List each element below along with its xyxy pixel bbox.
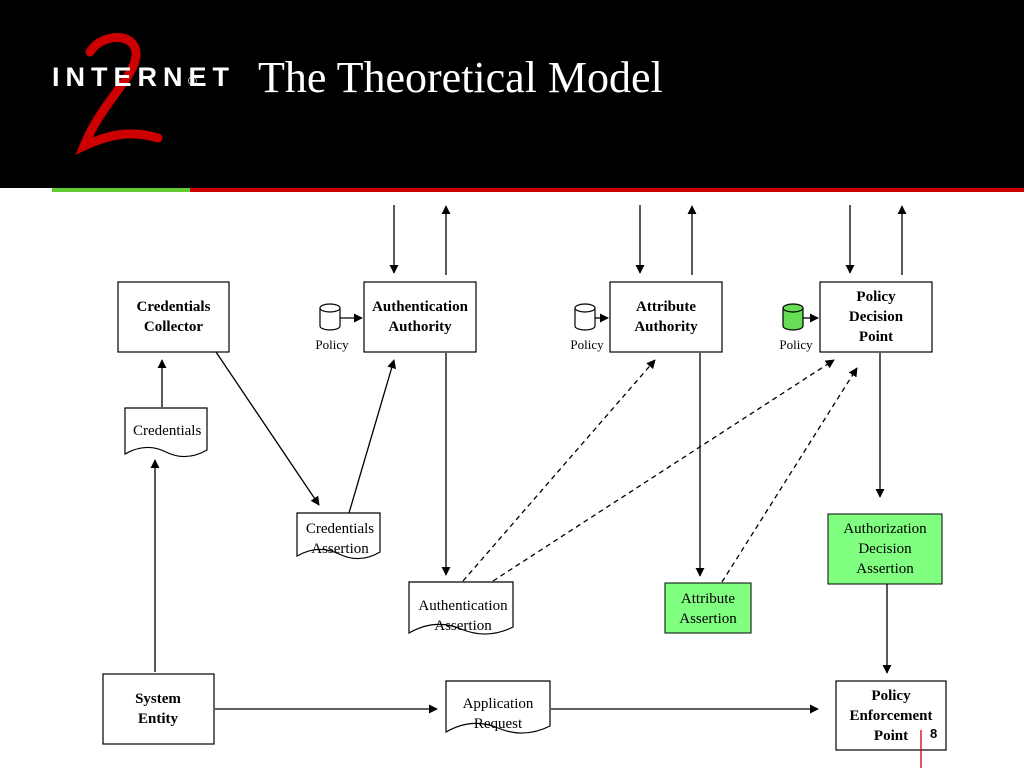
page-number: 8 bbox=[930, 726, 938, 741]
internet2-logo: INTERNET ® bbox=[40, 30, 229, 160]
policy-store-label: Policy bbox=[779, 337, 813, 352]
dashed-flow-arrow bbox=[462, 359, 656, 582]
credentials-assertion-document bbox=[296, 512, 381, 560]
credentials-collector-label: Credentials Collector bbox=[136, 299, 211, 335]
database-icon bbox=[319, 303, 341, 331]
attribute-assertion-label: Attribute Assertion bbox=[679, 591, 737, 627]
authentication-assertion-label: Authentication Assertion bbox=[418, 598, 508, 634]
system-entity-box bbox=[102, 673, 215, 745]
database-icon bbox=[574, 303, 596, 331]
authentication-assertion-document bbox=[408, 581, 514, 635]
policy-enforcement-point-label: Policy Enforcement Point bbox=[849, 688, 933, 744]
flow-arrow bbox=[215, 351, 320, 506]
database-icon bbox=[782, 303, 804, 331]
system-entity-label: System Entity bbox=[135, 691, 181, 727]
policy-store-label: Policy bbox=[315, 337, 349, 352]
credentials-assertion-label: Credentials Assertion bbox=[305, 521, 375, 557]
slide-header bbox=[0, 0, 1024, 188]
slide-title: The Theoretical Model bbox=[258, 53, 663, 102]
diagram-canvas bbox=[102, 205, 947, 768]
attribute-assertion-box bbox=[664, 582, 752, 634]
application-request-label: Application Request bbox=[462, 696, 534, 732]
model-diagram bbox=[0, 192, 1024, 768]
logo-text: INTERNET bbox=[52, 62, 235, 92]
policy-decision-point-label: Policy Decision Point bbox=[848, 289, 904, 345]
credentials-document bbox=[124, 407, 208, 458]
policy-store-label: Policy bbox=[570, 337, 604, 352]
internet2-mark-icon bbox=[75, 33, 163, 155]
authentication-authority-label: Authentication Authority bbox=[372, 299, 468, 335]
credentials-collector-box bbox=[117, 281, 230, 353]
dashed-flow-arrow bbox=[721, 367, 858, 583]
attribute-authority-label: Attribute Authority bbox=[634, 299, 698, 335]
header-rule-red bbox=[190, 188, 1024, 192]
authentication-authority-box bbox=[363, 281, 477, 353]
flow-arrow bbox=[348, 359, 397, 514]
logo-registered-mark: ® bbox=[188, 74, 197, 88]
authorization-decision-assertion-box bbox=[827, 513, 943, 585]
policy-enforcement-point-box bbox=[835, 680, 947, 751]
header-rule-green bbox=[52, 188, 190, 192]
policy-decision-point-box bbox=[819, 281, 933, 353]
attribute-authority-box bbox=[609, 281, 723, 353]
application-request-document bbox=[445, 680, 551, 734]
dashed-flow-arrow bbox=[492, 359, 835, 582]
credentials-label: Credentials bbox=[133, 423, 202, 439]
authorization-decision-assertion-label: Authorization Decision Assertion bbox=[843, 521, 927, 577]
